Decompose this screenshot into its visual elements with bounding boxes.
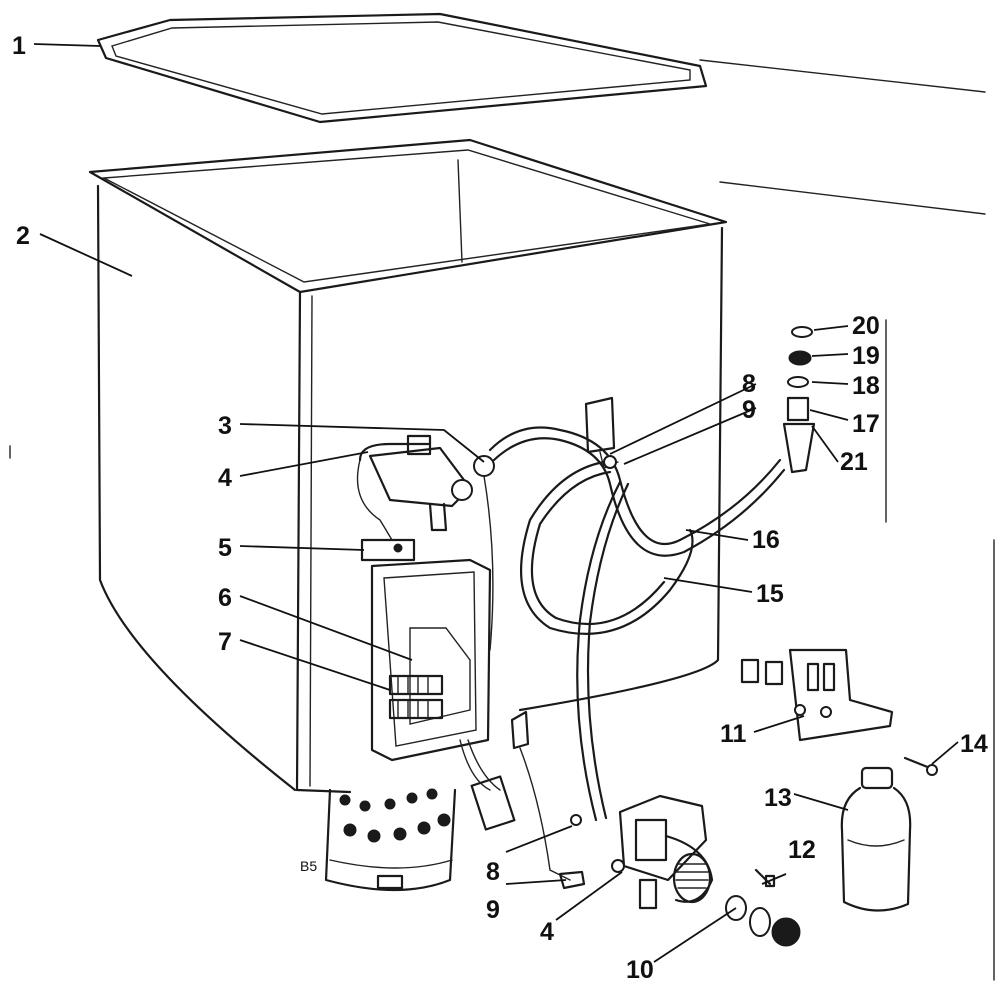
callout-6: 6 — [218, 584, 232, 612]
callout-11: 11 — [720, 720, 747, 748]
callout-8-upper: 8 — [742, 370, 756, 398]
leader-lines — [9, 43, 995, 981]
callout-21: 21 — [840, 448, 868, 476]
figure-code: B5 — [300, 858, 317, 874]
hoses — [488, 426, 786, 822]
callout-12: 12 — [788, 836, 816, 864]
callout-18: 18 — [852, 372, 880, 400]
tub — [88, 138, 728, 794]
callout-4-lower: 4 — [540, 918, 554, 946]
callout-10: 10 — [626, 956, 654, 984]
terminal-bracket — [740, 648, 894, 742]
lower-valve — [611, 794, 714, 910]
lid-gasket — [96, 12, 986, 215]
callout-1: 1 — [12, 32, 26, 60]
callout-3: 3 — [218, 412, 232, 440]
callout-5: 5 — [218, 534, 232, 562]
control-box — [360, 538, 516, 831]
hose-bracket — [584, 396, 619, 469]
bottle — [840, 766, 912, 912]
callout-2: 2 — [16, 222, 30, 250]
callout-14: 14 — [960, 730, 988, 758]
callout-8-lower: 8 — [486, 858, 500, 886]
callout-19: 19 — [852, 342, 880, 370]
callout-7: 7 — [218, 628, 232, 656]
callout-labels: 1 2 3 4 5 6 7 8 9 20 19 18 17 21 16 15 1… — [12, 32, 988, 984]
motor — [324, 788, 457, 892]
callout-15: 15 — [756, 580, 784, 608]
callout-17: 17 — [852, 410, 880, 438]
callout-4-upper: 4 — [218, 464, 232, 492]
lower-clip — [510, 710, 586, 890]
screw-14 — [903, 756, 938, 776]
upper-valve-assembly — [356, 434, 495, 651]
callout-9-upper: 9 — [742, 396, 756, 424]
screen-washer — [725, 895, 801, 947]
callout-16: 16 — [752, 526, 780, 554]
callout-9-lower: 9 — [486, 896, 500, 924]
callout-20: 20 — [852, 312, 880, 340]
callout-13: 13 — [764, 784, 792, 812]
inlet-fittings — [782, 319, 887, 523]
